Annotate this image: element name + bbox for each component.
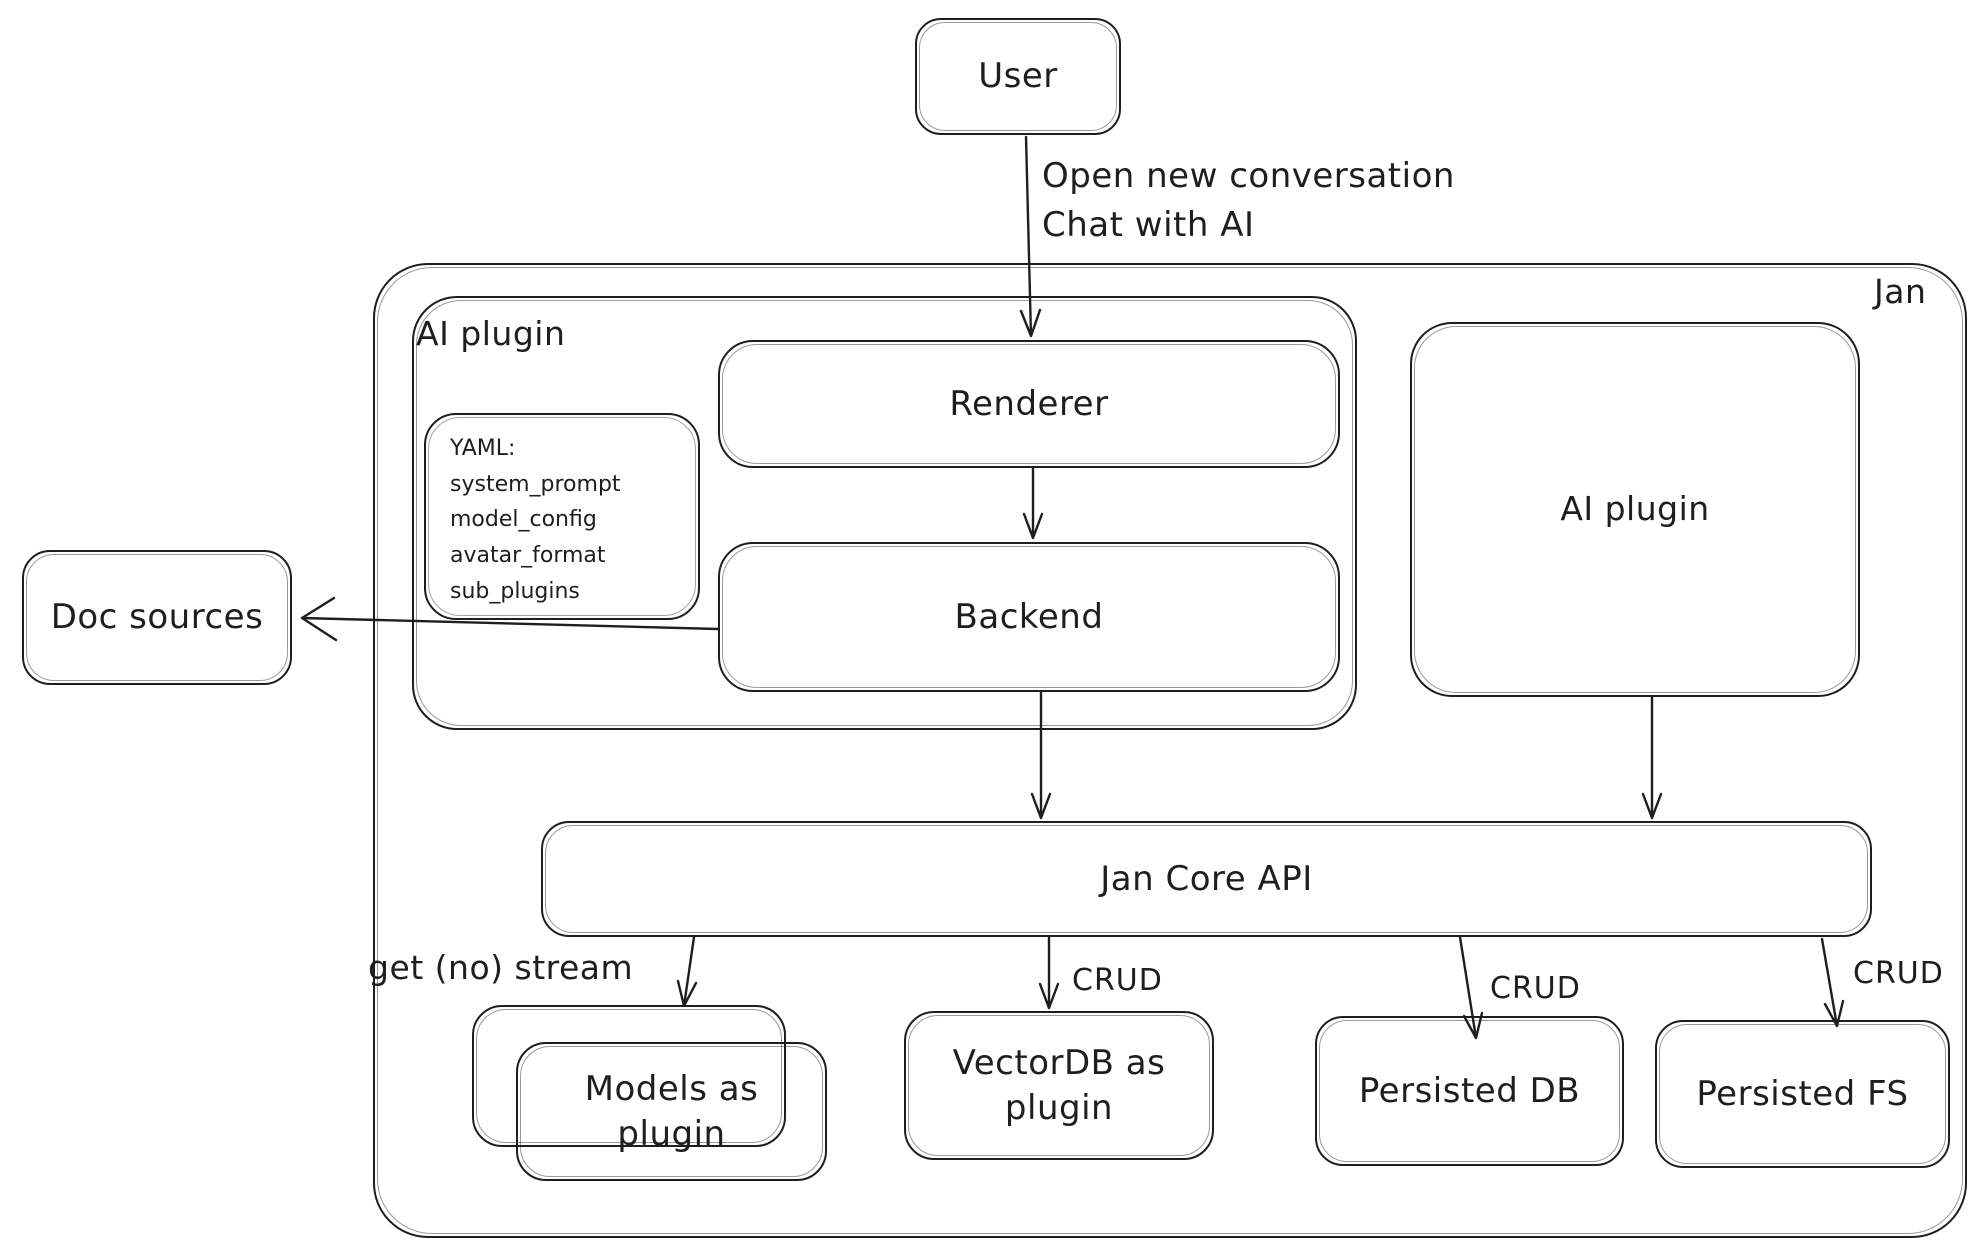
models-plugin-label-line1: Models as (584, 1069, 759, 1110)
renderer-label: Renderer (949, 383, 1109, 424)
edge-label-crud-vectordb: CRUD (1072, 963, 1163, 998)
persisted-fs-label: Persisted FS (1696, 1073, 1909, 1114)
ai-plugin-right-label: AI plugin (1560, 489, 1710, 529)
yaml-note-line: model_config (450, 507, 597, 533)
edge-label-get-no-stream: get (no) stream (368, 948, 634, 987)
edge-label-user-to-renderer: Open new conversation Chat with AI (1042, 152, 1455, 251)
vectordb-plugin-label-line1: VectorDB as (952, 1043, 1166, 1084)
persisted-db-label: Persisted DB (1358, 1070, 1581, 1111)
backend-node: Backend (718, 542, 1340, 692)
vectordb-plugin-label-line2: plugin (1004, 1087, 1114, 1128)
edge-label-crud-persisted-fs: CRUD (1853, 956, 1944, 991)
models-plugin-back-box (472, 1005, 786, 1147)
jan-core-api-label: Jan Core API (1100, 858, 1313, 899)
yaml-note-line: YAML: (450, 436, 516, 461)
edge-label-crud-persisted-db: CRUD (1490, 971, 1581, 1006)
persisted-fs-node: Persisted FS (1655, 1020, 1950, 1168)
edge-label-open-conversation: Open new conversation (1042, 156, 1455, 196)
ai-plugin-left-label: AI plugin (416, 314, 566, 353)
edge-label-chat-with-ai: Chat with AI (1042, 205, 1255, 246)
ai-plugin-right-node: AI plugin (1410, 322, 1860, 697)
ai-plugin-left-container (412, 296, 1357, 730)
models-plugin-label-line2: plugin (617, 1113, 726, 1154)
backend-label: Backend (954, 596, 1104, 637)
vectordb-plugin-node: VectorDB as plugin (904, 1011, 1214, 1160)
renderer-node: Renderer (718, 340, 1340, 468)
yaml-config-note: YAML: system_prompt model_config avatar_… (424, 413, 700, 620)
user-node: User (915, 18, 1121, 135)
user-label: User (978, 56, 1058, 97)
yaml-note-line: system_prompt (450, 471, 621, 497)
models-plugin-node: Models as plugin (516, 1042, 827, 1181)
yaml-note-line: sub_plugins (450, 578, 580, 604)
jan-core-api-node: Jan Core API (541, 821, 1872, 937)
doc-sources-node: Doc sources (22, 550, 292, 685)
jan-container-label: Jan (1874, 272, 1927, 311)
persisted-db-node: Persisted DB (1315, 1016, 1624, 1166)
jan-container (373, 263, 1967, 1238)
yaml-note-line: avatar_format (450, 542, 606, 568)
doc-sources-label: Doc sources (50, 597, 264, 638)
